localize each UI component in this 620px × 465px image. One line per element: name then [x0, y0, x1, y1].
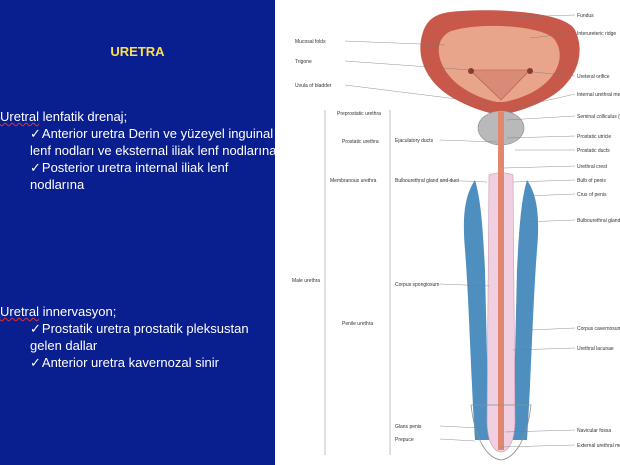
check-icon: ✓ [30, 160, 41, 175]
label-right: Prostatic ducts [577, 148, 610, 154]
penile-urethra [498, 150, 504, 450]
label-left: Prepuce [395, 437, 414, 443]
bracket-label: Preprostatic urethra [337, 111, 381, 117]
corpus-cavernosum-right [513, 180, 539, 440]
label-right: Bulbourethral glands [577, 218, 620, 224]
bracket-label: Prostatic urethra [342, 139, 379, 145]
leader-line [514, 14, 576, 18]
lymph-item: ✓Anterior uretra Derin ve yüzeyel inguin… [0, 125, 280, 159]
prostatic-urethra [498, 112, 504, 152]
innervation-item-text: Prostatik uretra prostatik pleksustan ge… [30, 321, 249, 353]
check-icon: ✓ [30, 321, 41, 336]
leader-line [344, 60, 472, 71]
innervation-item-text: Anterior uretra kavernozal sinir [41, 355, 219, 370]
label-right: Seminal colliculus (verumontanum) [577, 114, 620, 120]
label-right: Navicular fossa [577, 428, 611, 434]
slide-title: URETRA [110, 44, 165, 59]
bracket-label: Penile urethra [342, 321, 373, 327]
lymph-heading: Uretral lenfatik drenaj; [0, 108, 280, 125]
leader-line [506, 135, 576, 139]
leader-line [344, 40, 446, 46]
label-right: Ureteral orifice [577, 74, 610, 80]
lymph-item-text: Anterior uretra Derin ve yüzeyel inguina… [30, 126, 277, 158]
leader-line [512, 347, 576, 351]
ureteral-orifice-left [468, 68, 474, 74]
glans-penis [470, 404, 532, 461]
text-panel: URETRA Uretral lenfatik drenaj; ✓Anterio… [0, 0, 276, 465]
check-icon: ✓ [30, 126, 41, 141]
innervation-section: Uretral innervasyon; ✓Prostatik uretra p… [0, 303, 282, 371]
leader-line [529, 32, 576, 39]
leader-line [439, 425, 481, 429]
bracket-label: Male urethra [292, 278, 320, 284]
innervation-heading-word: Uretral [0, 304, 40, 319]
innervation-heading: Uretral innervasyon; [0, 303, 282, 320]
label-right: Prostatic utricle [577, 134, 611, 140]
lymph-item: ✓Posterior uretra internal iliak lenf no… [0, 159, 280, 193]
leader-line [439, 283, 490, 287]
lymph-item-text: Posterior uretra internal iliak lenf nod… [30, 160, 229, 192]
label-right: Fundus [577, 13, 594, 19]
leader-line [503, 165, 576, 169]
leader-line [529, 327, 576, 331]
label-left: Uvula of bladder [295, 83, 332, 89]
label-right: Crus of penis [577, 192, 607, 198]
label-left: Ejaculatory ducts [395, 138, 434, 144]
label-right: Interureteric ridge [577, 31, 616, 37]
label-right: Bulb of penis [577, 178, 606, 184]
leader-line [439, 438, 476, 442]
label-right: Urethral crest [577, 164, 608, 170]
label-left: Bulbourethral gland and duct [395, 178, 460, 184]
lymph-section: Uretral lenfatik drenaj; ✓Anterior uretr… [0, 108, 280, 193]
innervation-heading-rest: innervasyon; [39, 304, 117, 319]
leader-line [532, 71, 576, 77]
label-left: Mucosal folds [295, 39, 326, 45]
check-icon: ✓ [30, 355, 41, 370]
leader-line [439, 139, 498, 143]
label-right: Internal urethral meatus (bladder neck) [577, 92, 620, 98]
leader-line [512, 179, 576, 183]
label-right: Urethral lacunae [577, 346, 614, 352]
leader-line [506, 115, 576, 121]
leader-line [504, 429, 576, 433]
leader-line [500, 444, 576, 448]
corpus-cavernosum-left [463, 180, 489, 440]
label-right: Corpus cavernosum [577, 326, 620, 332]
bladder-mucosa [438, 25, 560, 103]
leader-line [524, 193, 576, 197]
label-right: External urethral meatus (orifice) [577, 443, 620, 449]
leader-line [504, 93, 576, 111]
ureteral-orifice-right [527, 68, 533, 74]
lymph-heading-rest: lenfatik drenaj; [39, 109, 128, 124]
label-left: Trigone [295, 59, 312, 65]
trigone [469, 69, 531, 101]
label-left: Corpus spongiosum [395, 282, 439, 288]
label-left: Glans penis [395, 424, 422, 430]
leader-line [522, 219, 576, 223]
innervation-item: ✓Prostatik uretra prostatik pleksustan g… [0, 320, 282, 354]
lymph-heading-word: Uretral [0, 109, 40, 124]
innervation-item: ✓Anterior uretra kavernozal sinir [0, 354, 282, 371]
leader-line [344, 84, 498, 105]
bracket-label: Membranous urethra [330, 178, 377, 184]
leader-line [439, 179, 488, 183]
